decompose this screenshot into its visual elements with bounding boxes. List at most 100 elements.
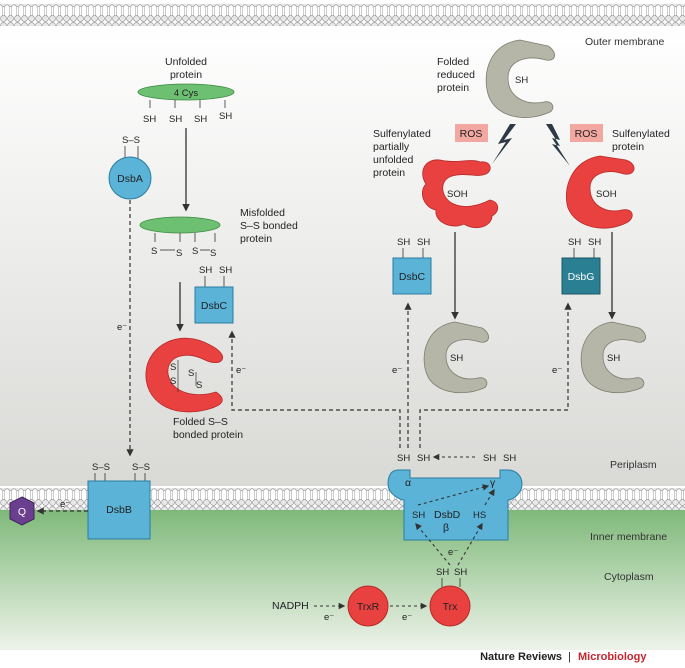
- sulf-partial-label-3: unfolded: [373, 154, 413, 166]
- unfolded-sh-2: SH: [169, 114, 182, 125]
- periplasm-label: Periplasm: [610, 459, 657, 471]
- dsbg-electron: e⁻: [552, 365, 562, 376]
- trxr-electron: e⁻: [324, 612, 334, 623]
- dsbc-left-label: DsbC: [201, 300, 228, 312]
- misfolded-s-2: S: [176, 248, 182, 259]
- dsbd-label: DsbD: [434, 509, 461, 521]
- dsbc-right-electron: e⁻: [392, 365, 402, 376]
- dsbg-label: DsbG: [568, 271, 595, 283]
- sulf-partial-label-4: protein: [373, 167, 405, 179]
- sulfenylated-partial-protein: [422, 159, 499, 229]
- misfolded-s-1: S: [151, 246, 157, 257]
- trxr-label: TrxR: [357, 601, 380, 613]
- outer-membrane-label: Outer membrane: [585, 36, 665, 48]
- dsbd-beta-sh: SH: [412, 510, 425, 521]
- unfolded-protein-label-2: protein: [170, 69, 202, 81]
- footer-separator: |: [568, 651, 571, 663]
- dsbb-ss-2: S–S: [132, 462, 150, 473]
- dsba-protein: [108, 156, 152, 200]
- unfolded-sh-3: SH: [194, 114, 207, 125]
- dsbd-gamma: γ: [490, 477, 496, 489]
- dsbd-beta: β: [443, 522, 449, 534]
- footer-section: Microbiology: [578, 651, 647, 663]
- unfolded-protein-label-1: Unfolded: [165, 56, 207, 68]
- dsbd-gamma-sh-2: SH: [503, 453, 516, 464]
- folded-ss-protein: [145, 337, 223, 413]
- dsbd-alpha-sh-2: SH: [417, 453, 430, 464]
- dsba-electron-label: e⁻: [117, 322, 127, 333]
- misfolded-label-3: protein: [240, 233, 272, 245]
- dsbg-sh-1: SH: [568, 237, 581, 248]
- folded-s-2: S: [170, 376, 176, 387]
- dsbg-protein: [561, 257, 601, 295]
- arrow-beta-to-gamma-1: [417, 484, 490, 506]
- quinone: [9, 496, 35, 526]
- trxr-protein: [347, 585, 389, 627]
- reduced-protein-middle: [423, 321, 489, 394]
- footer-journal: Nature Reviews: [480, 651, 562, 663]
- arrow-trx-to-dsbd-1: [415, 522, 451, 566]
- unfolded-protein: [137, 83, 235, 101]
- dsbd-alpha: α: [405, 477, 411, 489]
- dsbb-protein: [87, 480, 151, 540]
- arrow-dsbd-to-dsbg: [419, 302, 572, 448]
- dsbd-alpha-sh-1: SH: [397, 453, 410, 464]
- folded-reduced-label-3: protein: [437, 82, 469, 94]
- sulf-label-2: protein: [612, 141, 644, 153]
- inner-membrane-label: Inner membrane: [590, 531, 667, 543]
- misfolded-s-3: S: [192, 246, 198, 257]
- folded-label-2: bonded protein: [173, 429, 243, 441]
- quinone-label: Q: [18, 506, 26, 518]
- ros-label-right: ROS: [575, 128, 598, 140]
- dsbb-ss-1: S–S: [92, 462, 110, 473]
- folded-label-1: Folded S–S: [173, 416, 228, 428]
- outer-membrane: [0, 4, 685, 26]
- dsbd-electron: e⁻: [448, 547, 458, 558]
- folded-s-3: S: [188, 368, 194, 379]
- folded-s-4: S: [196, 380, 202, 391]
- reduced-right-sh: SH: [607, 353, 620, 364]
- misfolded-label-1: Misfolded: [240, 207, 285, 219]
- sulfenylated-protein: [565, 155, 635, 229]
- ros-lightning-right: [546, 124, 570, 166]
- folded-reduced-label-1: Folded: [437, 56, 469, 68]
- dsbc-left-protein: [194, 286, 234, 324]
- folded-reduced-sh: SH: [515, 75, 528, 86]
- ros-box-right: [570, 124, 603, 142]
- cytoplasm-label: Cytoplasm: [604, 571, 654, 583]
- misfolded-label-2: S–S bonded: [240, 220, 298, 232]
- sulf-partial-label-1: Sulfenylated: [373, 128, 431, 140]
- trx-sh-2: SH: [454, 567, 467, 578]
- dsbc-right-sh-1: SH: [397, 237, 410, 248]
- arrow-trx-to-dsbd-2: [457, 522, 483, 566]
- folded-disulfides: [177, 360, 197, 392]
- trx-protein: [429, 585, 471, 627]
- sulf-label-1: Sulfenylated: [612, 128, 670, 140]
- dsbc-right-label: DsbC: [399, 271, 426, 283]
- unfolded-sh-4: SH: [219, 111, 232, 122]
- dsbc-left-sh-2: SH: [219, 265, 232, 276]
- dsbg-sh-2: SH: [588, 237, 601, 248]
- misfolded-protein: [139, 216, 221, 234]
- trx-label: Trx: [443, 601, 459, 613]
- arrow-beta-to-gamma-2: [484, 488, 495, 506]
- dsbc-right-protein: [392, 257, 432, 295]
- misfolded-disulfides: [154, 233, 216, 251]
- folded-s-1: S: [170, 362, 176, 373]
- folded-reduced-protein: [485, 39, 555, 118]
- arrow-dsbd-to-dsbc-left: [228, 330, 401, 448]
- dsba-label: DsbA: [117, 173, 143, 185]
- dsbc-left-electron: e⁻: [236, 365, 246, 376]
- trx-electron: e⁻: [402, 612, 412, 623]
- dsbd-gamma-sh-1: SH: [483, 453, 496, 464]
- reduced-protein-right: [580, 321, 646, 394]
- periplasm-region: [0, 26, 685, 486]
- dsba-ss-label: S–S: [122, 135, 140, 146]
- four-cys-label: 4 Cys: [174, 88, 199, 99]
- dsbd-beta-hs: HS: [473, 510, 486, 521]
- folded-reduced-label-2: reduced: [437, 69, 475, 81]
- dsbc-right-sh-2: SH: [417, 237, 430, 248]
- dsbb-label: DsbB: [106, 504, 132, 516]
